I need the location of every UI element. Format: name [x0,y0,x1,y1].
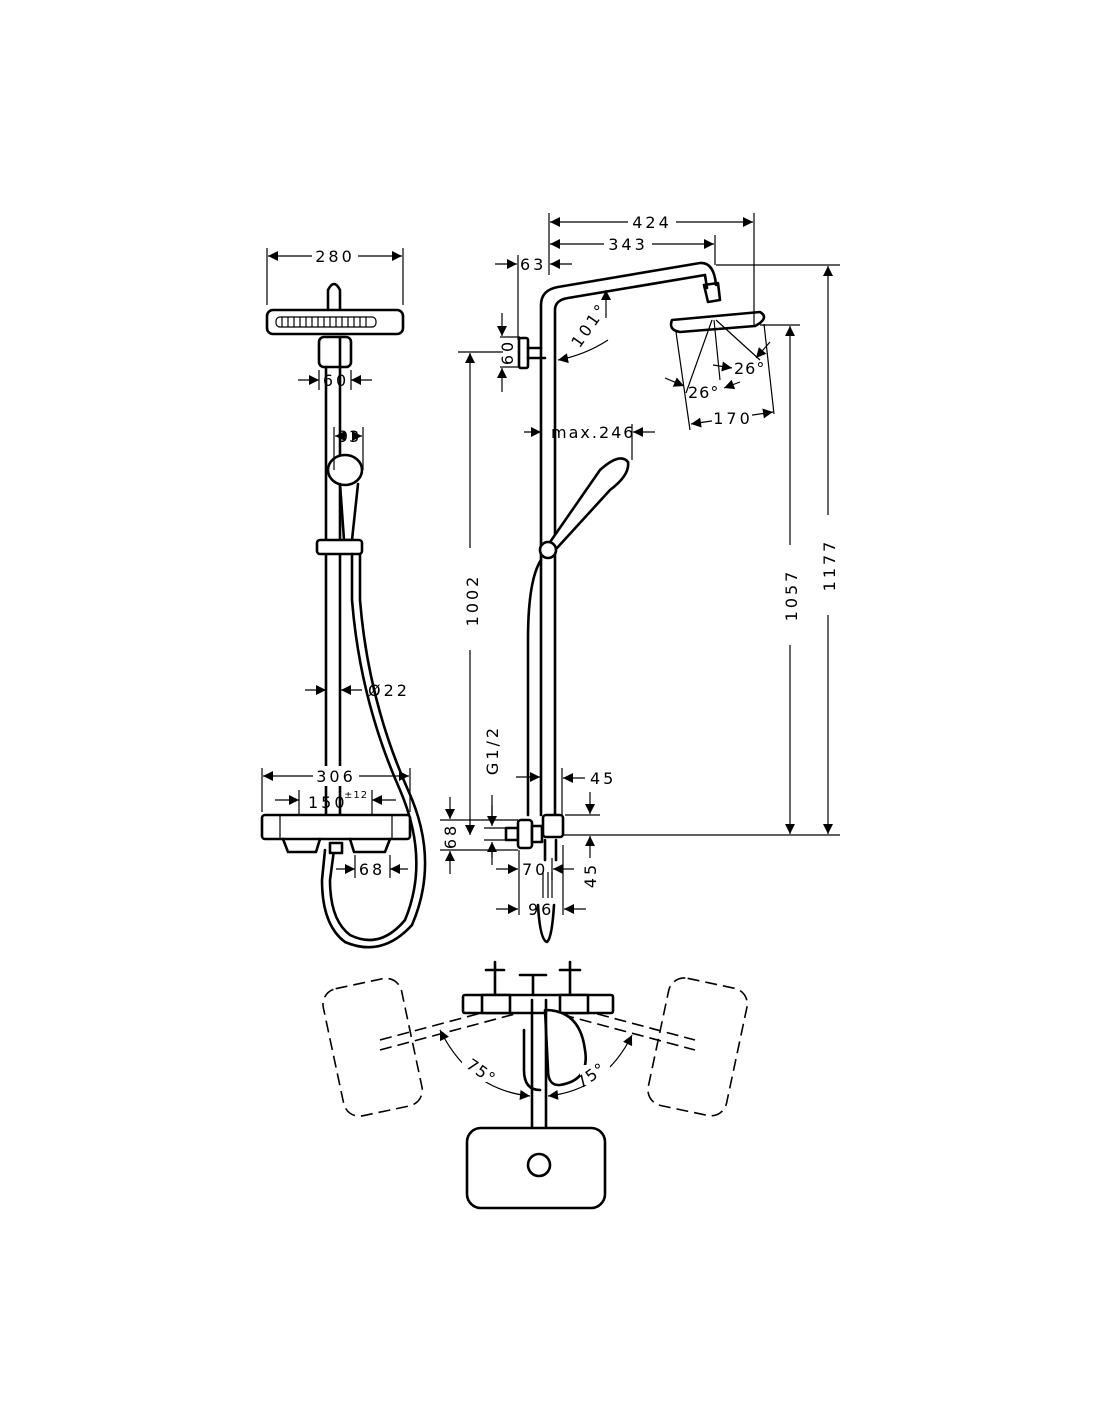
dim-96: 96 [496,845,586,919]
overhead-shower-front [265,308,405,336]
dim-head-angles: 26° 26° [664,341,771,402]
label-26-degrees-b: 26° [688,383,719,402]
label-306: 306 [316,767,356,786]
label-tolerance: ±12 [344,790,368,801]
handshower-front [326,453,364,487]
dim-60-side: 60 [497,313,520,392]
label-280: 280 [315,247,355,266]
label-60: 60 [323,371,349,390]
label-150: 150 [308,793,348,812]
front-view: 280 60 93 Ø22 306 150 [260,246,427,949]
dim-diameter-22: Ø22 [305,681,410,700]
label-45-top: 45 [590,769,616,788]
label-1177: 1177 [820,539,839,592]
slider-side [538,540,558,560]
dim-68-side: 68 [440,797,518,874]
dim-max-246: max.246 [524,423,655,460]
dim-343: 343 [550,234,716,265]
label-68-side: 68 [441,823,460,849]
label-26-degrees-a: 26° [734,359,765,378]
thermostat-front [260,813,412,841]
label-68-front: 68 [359,860,385,879]
dim-150: 150 ±12 [275,790,396,815]
dim-45-bottom: 45 [563,834,840,888]
dim-424: 424 [548,212,755,325]
dim-63: 63 [495,255,572,340]
label-70: 70 [522,860,548,879]
label-424: 424 [632,213,672,232]
dim-1177: 1177 [716,264,840,834]
label-75-left: 75° [463,1055,500,1089]
slider-front [315,538,364,556]
inlet-side [504,826,520,842]
label-1002: 1002 [463,574,482,627]
dim-101-angle: 101° [557,290,612,364]
label-343: 343 [608,235,648,254]
label-1057: 1057 [782,569,801,622]
thermostat-side [516,818,534,850]
label-96: 96 [528,900,554,919]
dim-1057: 1057 [760,324,801,834]
riser-pipe [324,335,342,817]
dim-68-front: 68 [336,855,408,879]
dim-60-bracket: 60 [298,370,372,390]
dim-93: 93 [333,427,364,470]
wall-bracket-front [317,335,353,369]
label-max-246: max.246 [551,423,635,442]
wall-bracket-side [517,336,530,370]
head-connector [326,282,342,312]
side-view: 424 343 63 60 101° 26° [440,212,840,944]
hose-side [526,558,543,817]
label-diameter-22: Ø22 [368,681,410,700]
dim-45-top: 45 [561,768,616,816]
dim-g12: G1/2 [483,725,540,865]
label-45-bottom: 45 [581,862,600,888]
dim-280: 280 [266,246,404,305]
hose-front [328,552,418,942]
dim-306: 306 [261,766,411,812]
swivel-position-right [647,977,749,1117]
handshower-side [546,457,630,550]
dim-1002: 1002 [458,351,503,835]
top-view: 75° 75° [322,960,749,1210]
label-60-side: 60 [498,339,517,365]
swivel-position-left [322,977,424,1117]
dim-170: 170 [690,408,774,428]
shower-arm [539,261,718,817]
label-101-degrees: 101° [567,299,612,351]
label-63: 63 [520,255,546,274]
label-170: 170 [713,409,753,428]
label-g12: G1/2 [483,725,502,775]
